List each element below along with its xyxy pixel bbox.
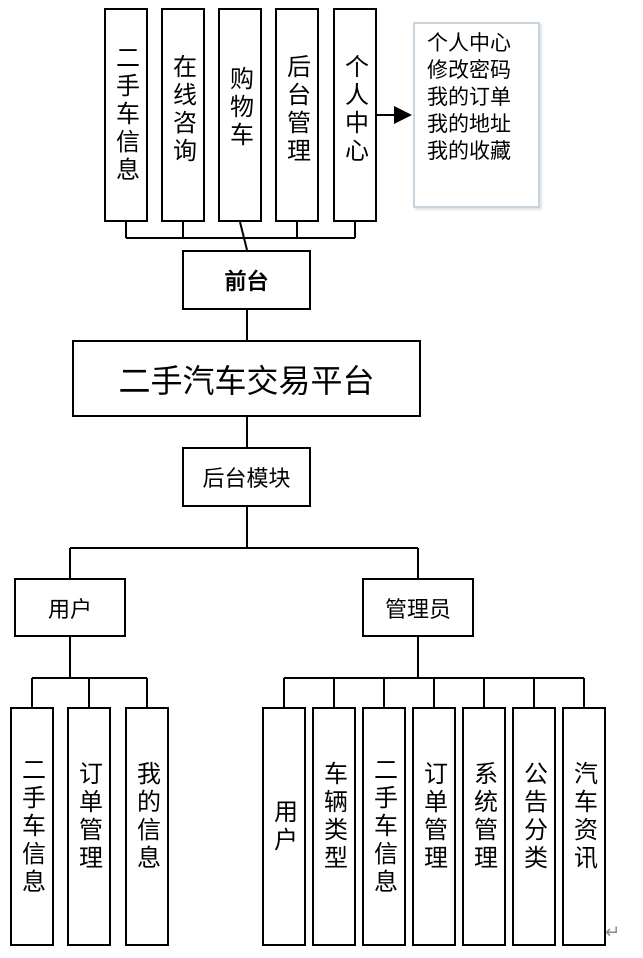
- admin-item-label: 汽车资讯: [569, 761, 598, 873]
- user-item-label: 我的信息: [132, 761, 161, 873]
- admin-node: 管理员: [362, 578, 474, 637]
- user-item-order-management: 订单管理: [67, 707, 111, 946]
- personal-center-note: 个人中心 修改密码 我的订单 我的地址 我的收藏: [413, 22, 540, 208]
- front-module-label: 购物车: [225, 66, 254, 150]
- frontend-node: 前台: [182, 250, 311, 310]
- front-module-label: 后台管理: [282, 54, 311, 166]
- admin-item-label: 二手车信息: [369, 756, 398, 897]
- front-module-label: 二手车信息: [111, 45, 140, 185]
- backend-label: 后台模块: [202, 467, 291, 492]
- admin-item-used-car-info: 二手车信息: [362, 707, 406, 946]
- admin-item-system-management: 系统管理: [462, 707, 506, 946]
- front-module-label: 个人中心: [340, 54, 369, 166]
- front-module-label: 在线咨询: [168, 54, 197, 166]
- user-item-used-car-info: 二手车信息: [10, 707, 54, 946]
- note-item: 我的订单: [427, 85, 511, 109]
- admin-item-label: 订单管理: [419, 761, 448, 873]
- front-module-used-car-info: 二手车信息: [104, 8, 148, 222]
- admin-item-car-news: 汽车资讯: [562, 707, 606, 946]
- front-module-backend-management: 后台管理: [275, 8, 319, 222]
- front-module-personal-center: 个人中心: [333, 8, 377, 222]
- admin-item-label: 系统管理: [469, 761, 498, 873]
- note-item: 我的地址: [427, 112, 511, 136]
- user-label: 用户: [47, 597, 92, 623]
- arrow-head-icon: [394, 106, 412, 124]
- platform-title: 二手汽车交易平台: [118, 361, 375, 400]
- note-item: 个人中心: [427, 31, 511, 55]
- platform-node: 二手汽车交易平台: [72, 340, 421, 417]
- admin-item-users: 用户: [262, 707, 306, 946]
- front-module-online-consult: 在线咨询: [161, 8, 205, 222]
- front-module-cart: 购物车: [218, 8, 262, 222]
- admin-item-label: 公告分类: [519, 761, 548, 873]
- user-item-label: 订单管理: [74, 761, 103, 873]
- note-item: 修改密码: [427, 58, 511, 82]
- note-item: 我的收藏: [427, 139, 511, 163]
- admin-item-vehicle-type: 车辆类型: [312, 707, 356, 946]
- admin-item-order-management: 订单管理: [412, 707, 456, 946]
- user-item-label: 二手车信息: [17, 756, 46, 897]
- admin-label: 管理员: [384, 597, 451, 623]
- backend-node: 后台模块: [182, 447, 311, 507]
- admin-item-label: 用户: [269, 798, 298, 855]
- admin-item-label: 车辆类型: [319, 761, 348, 873]
- frontend-label: 前台: [224, 270, 269, 295]
- user-node: 用户: [14, 578, 126, 637]
- return-arrow-icon: ↵: [605, 922, 621, 943]
- admin-item-notice-category: 公告分类: [512, 707, 556, 946]
- user-item-my-info: 我的信息: [125, 707, 169, 946]
